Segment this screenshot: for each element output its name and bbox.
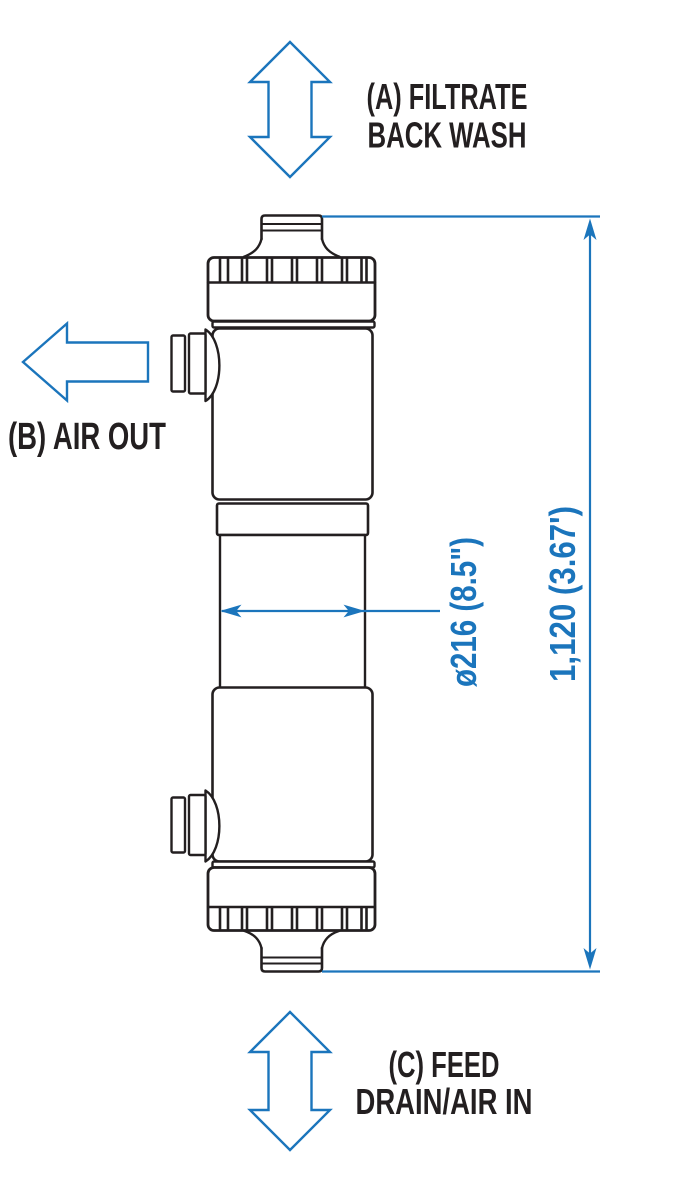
diameter-arrowhead-left-icon (220, 604, 242, 618)
upper-port-lens (204, 328, 221, 403)
upper-transition-band (215, 502, 370, 537)
label-b-line1: (B) AIR OUT (8, 416, 166, 458)
upper-port-cap (170, 334, 187, 393)
lower-port-body (187, 793, 207, 857)
label-c-line2: DRAIN/AIR IN (356, 1081, 533, 1122)
bottom-nozzle (260, 946, 324, 973)
top-nozzle-flare-left (242, 237, 263, 258)
top-nozzle-flare-right (320, 237, 341, 258)
port-labels: (A) FILTRATE BACK WASH (B) AIR OUT (C) F… (8, 76, 533, 1122)
label-c-line1: (C) FEED (389, 1044, 500, 1085)
top-nozzle-grooves (260, 223, 323, 232)
air-out-left-arrow-icon (21, 320, 150, 404)
top-junction-band (211, 320, 376, 329)
vessel-drawing (170, 214, 377, 973)
bottom-nozzle-flare-left (242, 929, 263, 950)
lower-port-lens (204, 789, 221, 863)
label-a-line2: BACK WASH (368, 115, 527, 156)
lower-port-cap (170, 796, 187, 854)
dimension-annotations: 1,120 (3.67') ø216 (8.5") (220, 215, 600, 973)
top-nozzle (260, 214, 324, 241)
diameter-arrowhead-right-icon (343, 604, 365, 618)
bottom-nozzle-flare-right (320, 929, 341, 950)
upper-shell (211, 327, 374, 501)
upper-port-body (187, 332, 207, 395)
filtrate-backwash-double-arrow-icon (247, 40, 333, 179)
flow-arrows (21, 40, 333, 1152)
height-arrowhead-down-icon (583, 948, 597, 970)
diameter-dimension-text: ø216 (8.5") (443, 537, 484, 687)
label-a-line1: (A) FILTRATE (367, 76, 528, 117)
feed-drain-double-arrow-icon (247, 1010, 333, 1152)
top-cap-teeth (218, 257, 368, 284)
height-arrowhead-up-icon (583, 218, 597, 240)
bottom-cap-teeth (218, 906, 368, 931)
height-dimension-text: 1,120 (3.67') (542, 506, 583, 682)
lower-shell (211, 686, 374, 863)
bottom-nozzle-grooves (260, 956, 323, 965)
